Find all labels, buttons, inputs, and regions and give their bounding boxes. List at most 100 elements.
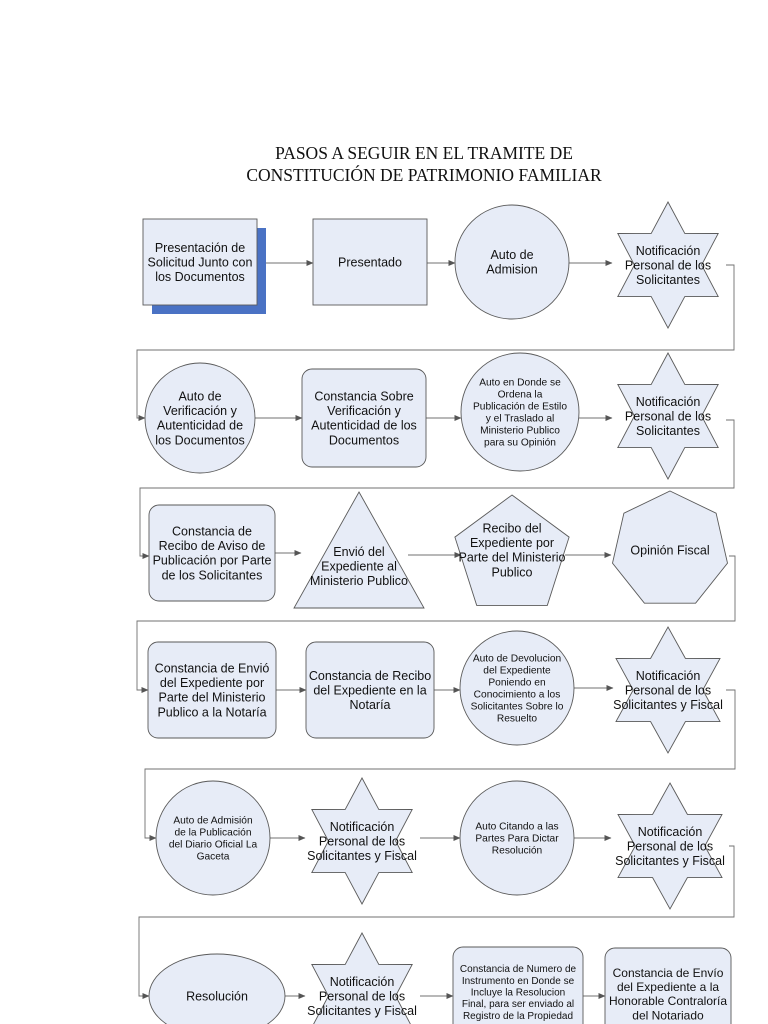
step-label: Presentado [338, 255, 402, 269]
circle-shape [459, 630, 575, 746]
step-label-line: del Notariado [632, 1008, 704, 1022]
step-label-line: Solicitantes [636, 273, 700, 287]
step-label-line: Personal de los [625, 683, 711, 697]
step-label-line: los Documentos [155, 270, 245, 284]
step-label-line: Constancia de Recibo [309, 669, 431, 683]
six-point-star-shape [617, 782, 723, 910]
step-label-line: Expediente al [321, 560, 397, 574]
six-point-star-shape [615, 626, 721, 754]
step-label-line: Solicitantes y Fiscal [307, 1004, 417, 1018]
step-label-line: Auto de Admisión [173, 816, 252, 827]
diagram-title-line-1: PASOS A SEGUIR EN EL TRAMITE DE [275, 143, 573, 163]
step-label-line: Parte del Ministerio [159, 691, 266, 705]
step-label-line: Auto de [178, 389, 221, 403]
step-label-line: Ministerio Publico [480, 426, 560, 437]
pentagon-shape [454, 494, 570, 606]
step-label-line: Resolución [492, 846, 542, 857]
step-label-line: Registro de la Propiedad [463, 1011, 573, 1022]
step-label-line: del Expediente en la [313, 683, 426, 697]
step-label-line: Gaceta [197, 852, 230, 863]
flow-step-21: Resolución [148, 953, 286, 1024]
step-label-line: Admision [486, 263, 537, 277]
step-label-line: Recibo del [482, 521, 541, 535]
step-label-line: Autenticidad de los [311, 419, 417, 433]
rounded-rectangle-shape [604, 947, 732, 1024]
step-label-line: Constancia Sobre [314, 389, 413, 403]
diagram-title-line-2: CONSTITUCIÓN DE PATRIMONIO FAMILIAR [246, 165, 602, 185]
step-label: Opinión Fiscal [630, 543, 709, 557]
step-label-line: Notificación [330, 975, 395, 989]
step-label-line: Solicitantes Sobre lo [471, 702, 564, 713]
step-label-line: Notificación [636, 669, 701, 683]
step-label-line: Instrumento en Donde se [462, 976, 575, 987]
step-label-line: Documentos [329, 433, 399, 447]
step-label-line: Notificación [330, 820, 395, 834]
circle-shape [460, 352, 580, 472]
step-label-line: Ordena la [498, 390, 543, 401]
connector-arrow-8 [139, 419, 735, 559]
step-label-line: Verificación y [163, 404, 237, 418]
connector-arrow-12 [136, 555, 736, 693]
step-label-line: Poniendo en [488, 678, 545, 689]
step-label-line: Presentación de [155, 241, 245, 255]
step-label-line: Personal de los [319, 989, 405, 1003]
connector-arrow-16 [144, 689, 736, 841]
step-label-line: Solicitantes y Fiscal [613, 698, 723, 712]
step-label-line: Verificación y [327, 404, 401, 418]
flow-step-2: Presentado [312, 218, 428, 306]
step-label-line: Personal de los [625, 258, 711, 272]
step-label-line: Auto Citando a las [475, 822, 558, 833]
step-label-line: de los Solicitantes [162, 568, 263, 582]
step-label-line: Personal de los [627, 839, 713, 853]
step-label-line: Solicitantes y Fiscal [307, 849, 417, 863]
step-label-line: para su Opinión [484, 437, 556, 448]
six-point-star-shape [311, 932, 413, 1024]
step-label-line: Recibo de Aviso de [159, 539, 266, 553]
step-label-line: y el Traslado al [486, 414, 555, 425]
step-label-line: Notificación [636, 244, 701, 258]
step-label-line: Conocimiento a los [474, 690, 561, 701]
rounded-rectangle-shape [147, 641, 277, 739]
circle-shape [454, 204, 570, 320]
step-label-line: Notificación [636, 395, 701, 409]
step-label-line: Publicación por Parte [153, 554, 272, 568]
step-label-line: Resolución [186, 989, 248, 1003]
step-label-line: Ministerio Publico [310, 574, 408, 588]
rectangle-shape [142, 218, 258, 306]
step-label-line: Presentado [338, 255, 402, 269]
six-point-star-shape [311, 777, 413, 905]
step-label-line: Partes Para Dictar [475, 834, 559, 845]
step-label-line: Auto de [490, 248, 533, 262]
step-label-line: Solicitantes [636, 424, 700, 438]
step-label-line: Expediente por [470, 536, 554, 550]
step-label-line: Autenticidad de [157, 419, 243, 433]
